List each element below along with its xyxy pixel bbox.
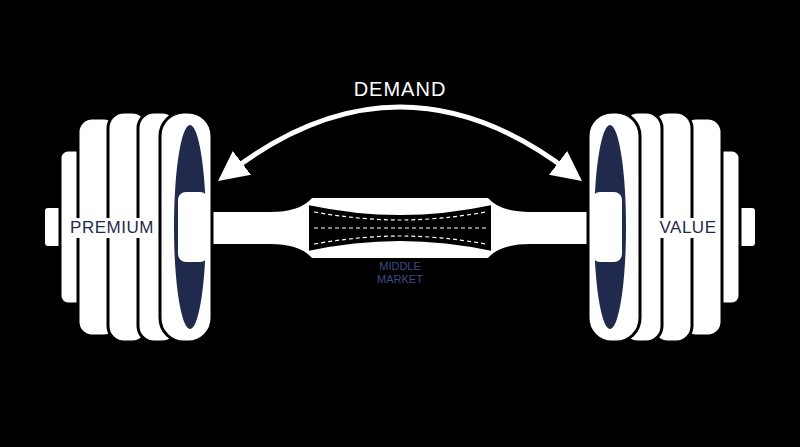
segment-label: MIDDLE MARKET (365, 260, 435, 286)
segment-label: VALUE (658, 218, 719, 238)
segment-label: PREMIUM (68, 218, 156, 238)
weight-plates: PREMIUM (45, 112, 212, 342)
weight-plates: VALUE (588, 112, 755, 342)
arrow-label: DEMAND (350, 77, 451, 101)
demand-arrow (230, 107, 570, 172)
